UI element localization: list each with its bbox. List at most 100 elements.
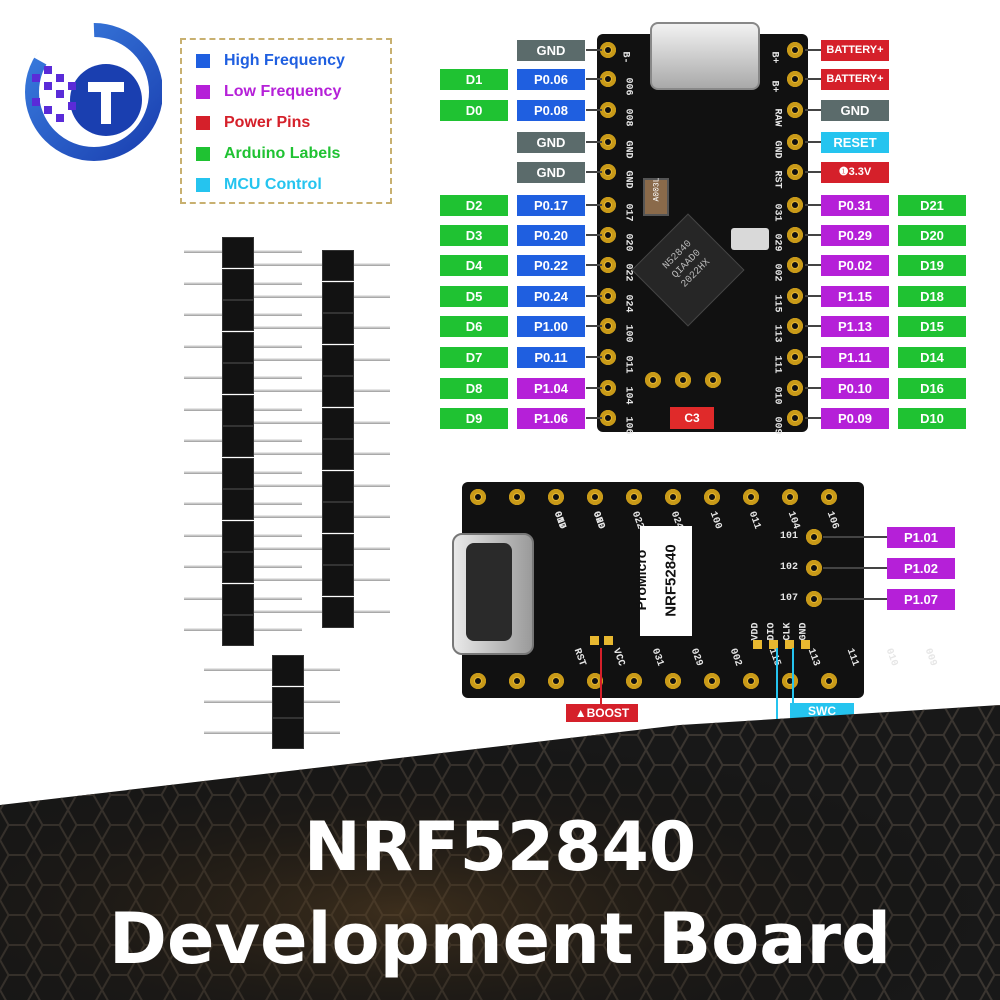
pin-pad-right: [787, 197, 803, 213]
pin-pad-right: [787, 227, 803, 243]
pin-silk-left: 008: [622, 108, 634, 127]
pin-pad-right: [787, 380, 803, 396]
header-block: [222, 300, 254, 331]
pin-silk-left: 011: [622, 355, 634, 374]
connector-line: [805, 356, 821, 358]
pin-pad-bottom: [743, 673, 759, 689]
header-block: [322, 250, 354, 281]
pin-label-port: GND: [821, 100, 889, 121]
header-block: [222, 363, 254, 394]
pin-pad-left: [600, 164, 616, 180]
solder-pad: [705, 372, 721, 388]
pin-silk-left: GND: [622, 140, 634, 159]
pin-pad-bottom: [704, 673, 720, 689]
pin-label-arduino: D10: [898, 408, 966, 429]
pin-label-port: P0.24: [517, 286, 585, 307]
pin-label-port: GND: [517, 162, 585, 183]
pin-silk-right: 009: [771, 416, 783, 435]
connector-line: [805, 295, 821, 297]
pin-pad-side: [806, 529, 822, 545]
pin-label-arduino: D20: [898, 225, 966, 246]
pin-label-port: P1.11: [821, 347, 889, 368]
boost-line: [600, 648, 602, 704]
crystal-small: [643, 178, 669, 216]
pin-silk-left: 104: [622, 386, 634, 405]
pin-silk-left: B-: [619, 51, 631, 64]
legend-item: MCU Control: [196, 174, 322, 196]
swd-line: [776, 648, 778, 730]
pin-silk-right: B+: [768, 51, 780, 64]
pin-pad-top: [509, 489, 525, 505]
pin-pad-top: [626, 489, 642, 505]
pin-pad-left: [600, 197, 616, 213]
pin-pad-right: [787, 318, 803, 334]
pin-pad-left: [600, 380, 616, 396]
title-line-2: Development Board: [108, 898, 892, 980]
pin-pad-right: [787, 134, 803, 150]
pin-silk-left: 106: [622, 416, 634, 435]
header-block: [222, 457, 254, 489]
pin-label-arduino: D4: [440, 255, 508, 276]
pin-label-arduino: D3: [440, 225, 508, 246]
pin-silk-right: 010: [771, 386, 783, 405]
pin-silk-left: 017: [622, 203, 634, 222]
connector-line: [805, 234, 821, 236]
pin-pad-bottom: [470, 673, 486, 689]
pin-pad-right: [787, 164, 803, 180]
pin-label-port: P1.13: [821, 316, 889, 337]
header-block: [222, 394, 254, 426]
pin-silk-right: RAW: [771, 108, 783, 127]
pin-pad-top: [704, 489, 720, 505]
connector-line: [586, 171, 602, 173]
pin-label-arduino: D1: [440, 69, 508, 90]
pin-silk-right: 031: [771, 203, 783, 222]
solder-pad: [645, 372, 661, 388]
connector-line: [586, 141, 602, 143]
header-block: [322, 502, 354, 533]
pin-silk-left: 022: [622, 263, 634, 282]
pin-silk-left: 006: [622, 77, 634, 96]
pin-label-port: GND: [517, 132, 585, 153]
legend-item: Low Frequency: [196, 81, 341, 103]
connector-line: [586, 204, 602, 206]
header-block: [222, 426, 254, 457]
pin-label-arduino: D9: [440, 408, 508, 429]
side-pin-label: P1.07: [887, 589, 955, 610]
pin-label-port: P0.09: [821, 408, 889, 429]
crystal-marking: A003L: [652, 177, 662, 202]
pin-pad-left: [600, 227, 616, 243]
legend-label: High Frequency: [224, 52, 345, 69]
pin-pad-bottom: [548, 673, 564, 689]
connector-line: [586, 325, 602, 327]
swd-silk: VDD: [750, 622, 762, 641]
connector-line: [805, 264, 821, 266]
pin-pad-left: [600, 288, 616, 304]
pin-label-port: P0.10: [821, 378, 889, 399]
pin-pad-left: [600, 257, 616, 273]
pin-label-arduino: D7: [440, 347, 508, 368]
pin-silk-left: 020: [622, 233, 634, 252]
header-block: [322, 313, 354, 344]
header-block: [272, 686, 304, 718]
pin-pad-bottom: [782, 673, 798, 689]
connector-line: [586, 78, 602, 80]
pin-pad-top: [665, 489, 681, 505]
legend-item: Arduino Labels: [196, 143, 340, 165]
header-block: [222, 552, 254, 583]
pin-label-port: P0.17: [517, 195, 585, 216]
pin-silk-right: B+: [768, 80, 780, 93]
pin-silk-side: 102: [780, 562, 799, 573]
pin-silk-right: 111: [771, 355, 783, 374]
pin-label-port: P0.31: [821, 195, 889, 216]
connector-line: [586, 295, 602, 297]
brand-logo: [22, 21, 163, 162]
header-block: [322, 407, 354, 439]
pin-label-arduino: D15: [898, 316, 966, 337]
pin-silk-right: 029: [771, 233, 783, 252]
swd-pad: [801, 640, 810, 649]
pin-label-port: P1.00: [517, 316, 585, 337]
pin-silk-left: GND: [622, 170, 634, 189]
hex-pattern: [0, 705, 1000, 1000]
title-line-1: NRF52840: [303, 808, 697, 887]
pin-pad-right: [787, 288, 803, 304]
